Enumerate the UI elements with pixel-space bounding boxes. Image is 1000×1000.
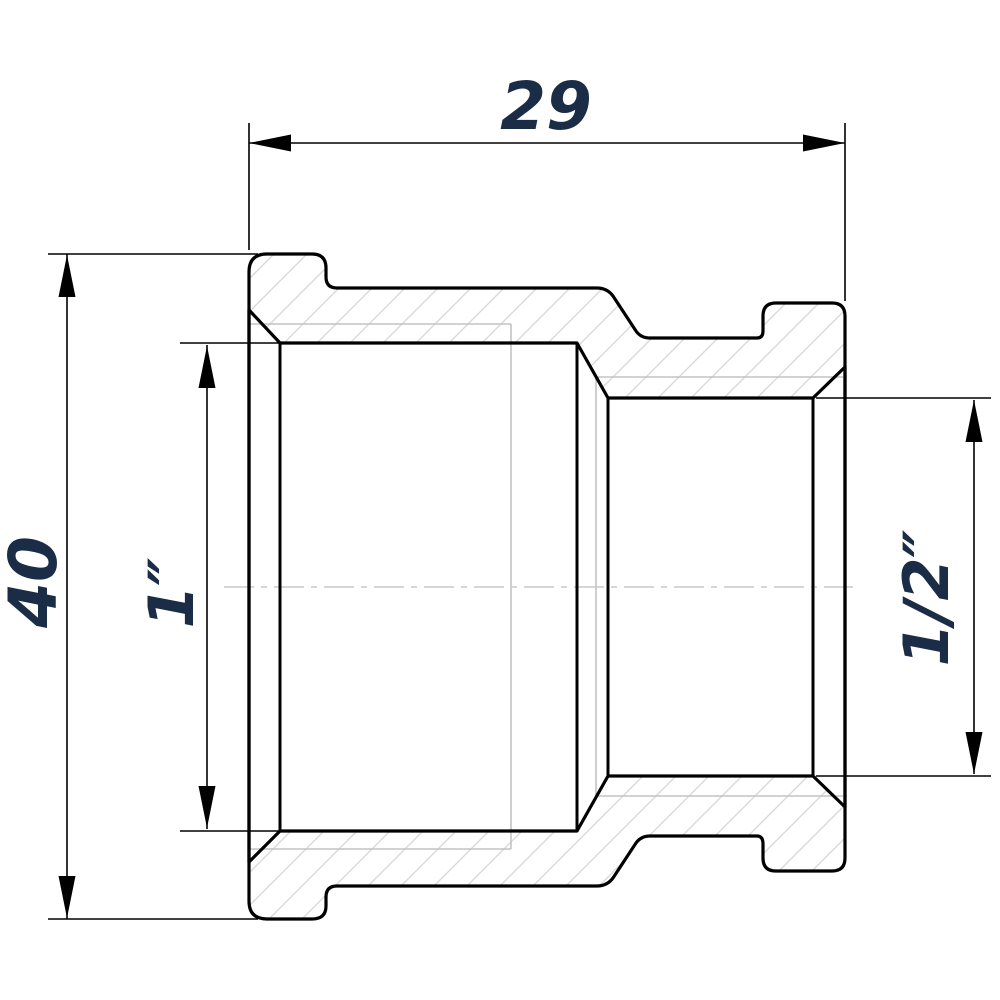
dimension-half-in: 1/2″ <box>816 397 991 777</box>
dimension-label-height: 40 <box>0 536 72 629</box>
arrow-up-icon <box>965 400 983 442</box>
dimension-label-right-thread: 1/2″ <box>890 529 963 666</box>
arrow-up-icon <box>58 255 76 297</box>
arrow-left-icon <box>249 134 291 152</box>
arrow-down-icon <box>198 786 216 828</box>
arrow-down-icon <box>965 732 983 774</box>
arrow-right-icon <box>803 134 845 152</box>
dimension-29: 29 <box>248 68 846 301</box>
outer-profile <box>247 252 847 921</box>
dimension-40: 40 <box>0 253 258 920</box>
arrow-up-icon <box>198 346 216 388</box>
internal-edges <box>278 343 815 831</box>
dimension-1in: 1″ <box>135 342 284 832</box>
arrow-down-icon <box>58 876 76 918</box>
dimension-label-left-thread: 1″ <box>135 557 208 628</box>
dimension-label-width: 29 <box>500 68 592 145</box>
section-hatch-fill <box>249 254 845 919</box>
